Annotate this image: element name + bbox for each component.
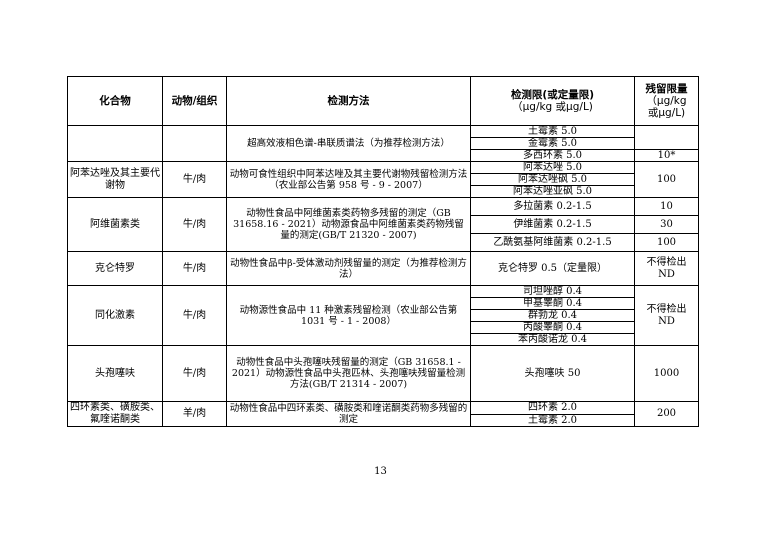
header-lod-line1: 检测限(或定量限) [510, 89, 595, 101]
mrl-cell: 30 [634, 215, 699, 234]
method-cell: 动物性食品中阿维菌素类药物多残留的测定（GB 31658.16 - 2021）动… [226, 197, 471, 252]
animal-cell [162, 125, 227, 162]
mrl-line1: 不得检出 [646, 256, 687, 268]
lod-cell: 丙酸睾酮 0.4 [470, 321, 635, 334]
animal-cell: 牛/肉 [162, 161, 227, 198]
header-lod-line2: （μg/kg 或μg/L) [512, 101, 593, 113]
method-cell: 动物性食品中四环素类、磺胺类和喹诺酮类药物多残留的测定 [226, 401, 471, 427]
table-row: 超高效液相色谱-串联质谱法（为推荐检测方法） 土霉素 5.0 [67, 125, 699, 162]
table-row: 阿苯达唑及其主要代谢物 牛/肉 动物可食性组织中阿苯达唑及其主要代谢物残留检测方… [67, 161, 699, 198]
page-number: 13 [374, 466, 387, 477]
header-animal-tissue: 动物/组织 [162, 76, 227, 126]
compound-cell [67, 125, 163, 162]
animal-cell: 牛/肉 [162, 285, 227, 346]
lod-cell: 土霉素 2.0 [470, 413, 635, 427]
header-detection-limit: 检测限(或定量限) （μg/kg 或μg/L) [470, 76, 635, 126]
header-method: 检测方法 [226, 76, 471, 126]
compound-cell: 头孢噻呋 [67, 345, 163, 402]
mrl-cell: 不得检出 ND [634, 251, 699, 286]
compound-cell: 阿维菌素类 [67, 197, 163, 252]
mrl-cell: 100 [634, 233, 699, 252]
method-cell: 动物性食品中头孢噻呋残留量的测定（GB 31658.1 - 2021）动物源性食… [226, 345, 471, 402]
lod-cell: 伊维菌素 0.2-1.5 [470, 215, 635, 234]
lod-cell: 甲基睾酮 0.4 [470, 297, 635, 310]
animal-cell: 牛/肉 [162, 197, 227, 252]
lod-cell: 苯丙酸诺龙 0.4 [470, 333, 635, 346]
lod-cell: 阿苯达唑 5.0 [470, 161, 635, 174]
table-row: 阿维菌素类 牛/肉 动物性食品中阿维菌素类药物多残留的测定（GB 31658.1… [67, 197, 699, 252]
animal-cell: 羊/肉 [162, 401, 227, 427]
mrl-cell: 不得检出 ND [634, 285, 699, 346]
lod-cell: 司坦唑醇 0.4 [470, 285, 635, 298]
lod-cell: 多西环素 5.0 [470, 149, 635, 162]
header-row: 化合物 动物/组织 检测方法 检测限(或定量限) （μg/kg 或μg/L) 残… [67, 76, 699, 126]
animal-cell: 牛/肉 [162, 251, 227, 286]
lod-cell: 土霉素 5.0 [470, 125, 635, 138]
lod-cell: 金霉素 5.0 [470, 137, 635, 150]
mrl-cell: 100 [634, 161, 699, 198]
lod-cell: 乙酰氨基阿维菌素 0.2-1.5 [470, 233, 635, 252]
table-row: 土霉素 2.0 [68, 413, 699, 427]
method-cell: 动物可食性组织中阿苯达唑及其主要代谢物残留检测方法（农业部公告第 958 号 -… [226, 161, 471, 198]
table-row: 克仑特罗 牛/肉 动物性食品中β-受体激动剂残留量的测定（为推荐检测方法） 克仑… [67, 251, 699, 286]
header-mrl-line3: 或μg/L) [647, 107, 686, 119]
method-cell: 超高效液相色谱-串联质谱法（为推荐检测方法） [226, 125, 471, 162]
mrl-line1: 不得检出 [646, 303, 687, 315]
header-mrl-line2: （μg/kg [646, 95, 687, 107]
mrl-line2: ND [658, 268, 675, 280]
lod-cell: 群勃龙 0.4 [470, 309, 635, 322]
header-residue-limit: 残留限量 （μg/kg 或μg/L) [634, 76, 699, 126]
compound-cell: 四环素类、磺胺类、氟喹诺酮类 [67, 401, 163, 427]
table-row: 同化激素 牛/肉 动物源性食品中 11 种激素残留检测（农业部公告第 1031 … [67, 285, 699, 346]
mrl-cell: 200 [634, 401, 699, 427]
lod-cell: 阿苯达唑砜 5.0 [470, 173, 635, 186]
method-cell: 动物性食品中β-受体激动剂残留量的测定（为推荐检测方法） [226, 251, 471, 286]
header-mrl-line1: 残留限量 [645, 83, 688, 95]
lod-cell: 多拉菌素 0.2-1.5 [470, 197, 635, 216]
header-compound: 化合物 [67, 76, 163, 126]
compound-cell: 阿苯达唑及其主要代谢物 [67, 161, 163, 198]
table-row: 乙酰氨基阿维菌素 0.2-1.5 100 [68, 233, 699, 252]
table-row: 头孢噻呋 牛/肉 动物性食品中头孢噻呋残留量的测定（GB 31658.1 - 2… [67, 345, 699, 402]
mrl-cell: 10* [634, 149, 699, 162]
mrl-line2: ND [658, 315, 675, 327]
animal-cell: 牛/肉 [162, 345, 227, 402]
lod-cell: 克仑特罗 0.5（定量限） [470, 251, 635, 286]
lod-cell: 头孢噻呋 50 [470, 345, 635, 402]
mrl-cell: 1000 [634, 345, 699, 402]
compound-cell: 克仑特罗 [67, 251, 163, 286]
method-cell: 动物源性食品中 11 种激素残留检测（农业部公告第 1031 号 - 1 - 2… [226, 285, 471, 346]
mrl-cell: 10 [634, 197, 699, 216]
residue-limits-table: 化合物 动物/组织 检测方法 检测限(或定量限) （μg/kg 或μg/L) 残… [67, 76, 699, 427]
mrl-cell [634, 125, 699, 150]
lod-cell: 阿苯达唑亚砜 5.0 [470, 185, 635, 198]
table-row: 四环素类、磺胺类、氟喹诺酮类 羊/肉 动物性食品中四环素类、磺胺类和喹诺酮类药物… [67, 401, 699, 427]
compound-cell: 同化激素 [67, 285, 163, 346]
lod-cell: 四环素 2.0 [470, 401, 635, 415]
